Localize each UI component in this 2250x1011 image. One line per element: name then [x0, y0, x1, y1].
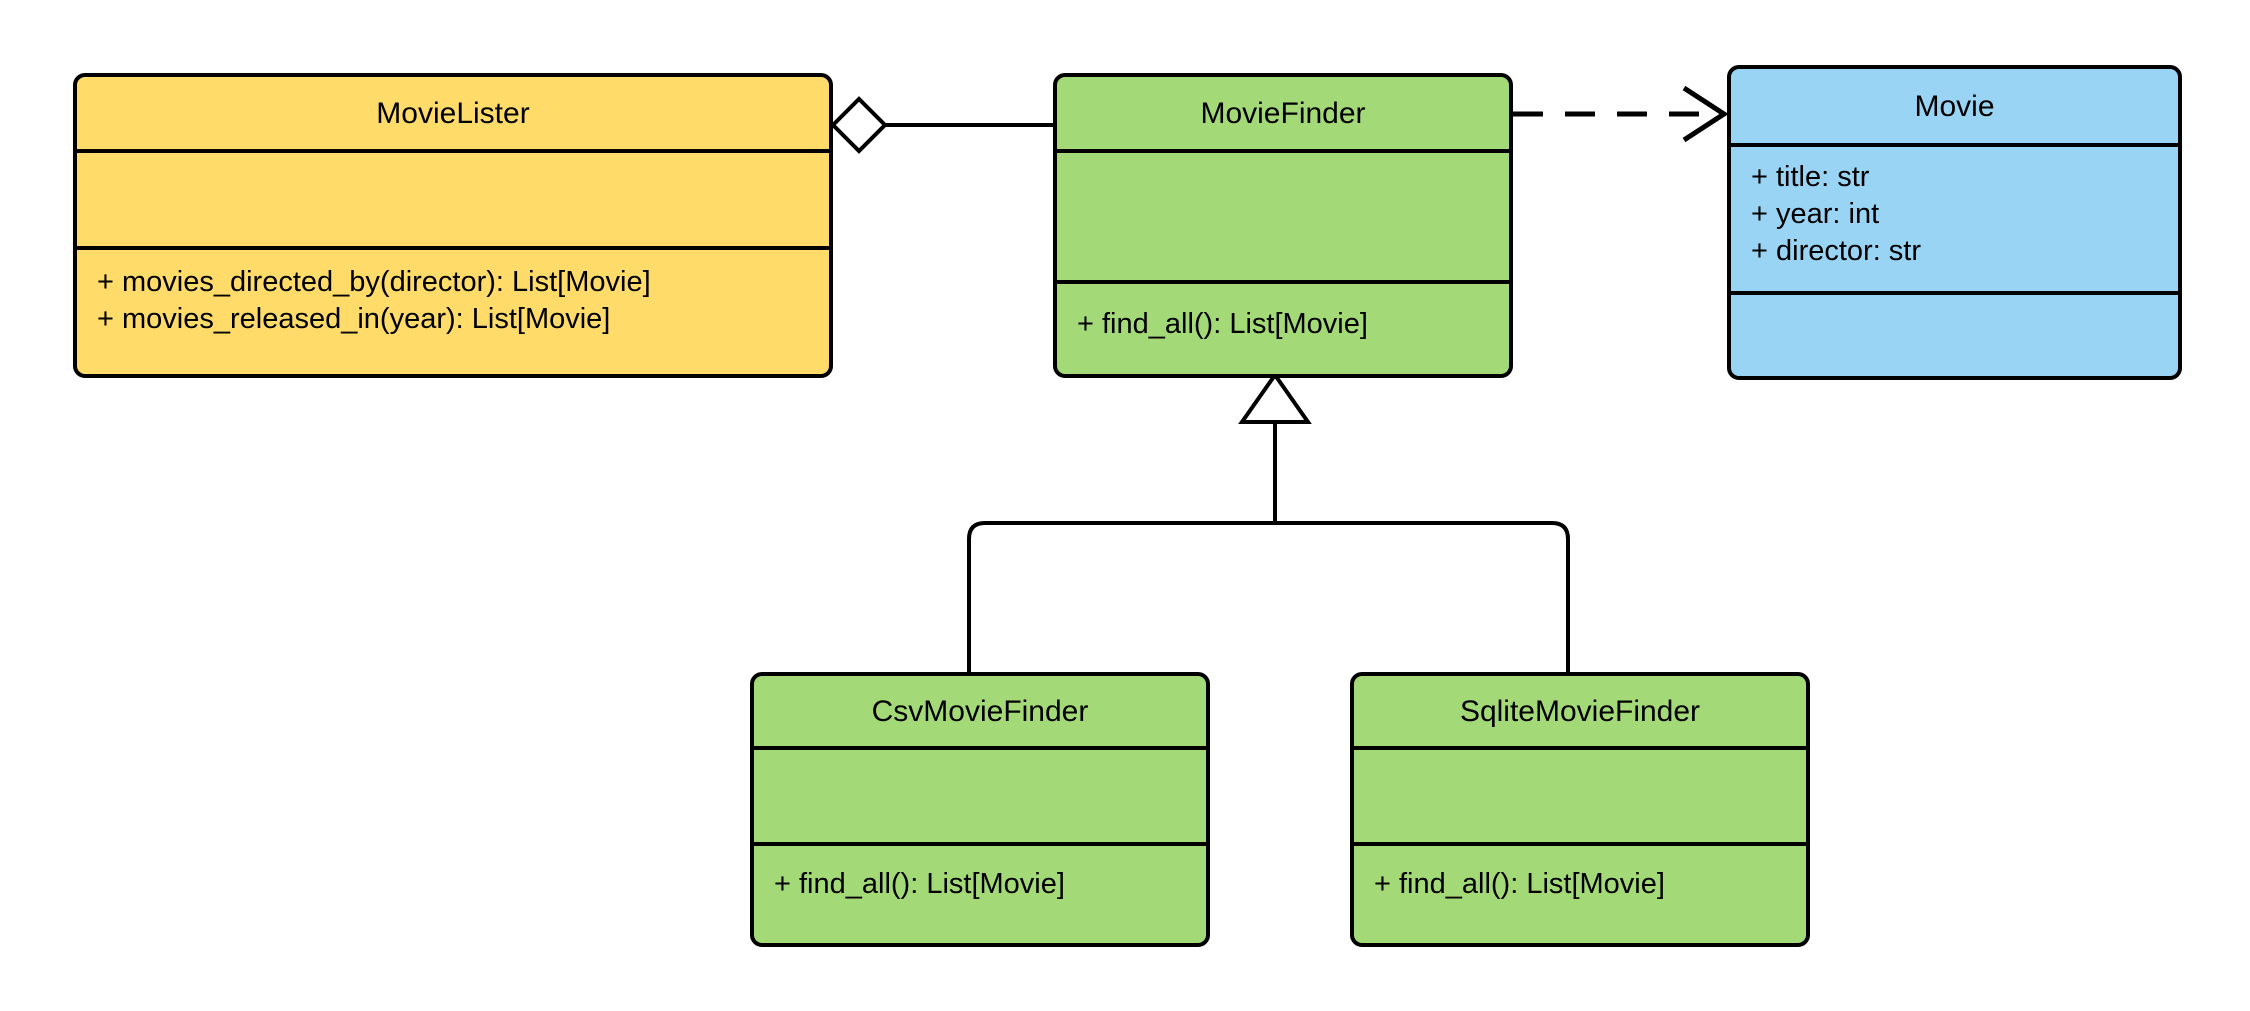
class-attribute-item: + director: str	[1751, 235, 1922, 268]
dependency-edge-finder-movie	[1513, 85, 1729, 143]
class-name-label: SqliteMovieFinder	[1459, 694, 1701, 728]
generalization-edge-tree	[967, 371, 1570, 672]
class-name-compartment: SqliteMovieFinder	[1354, 676, 1806, 746]
class-attributes-compartment	[1354, 746, 1806, 842]
class-method-item: + find_all(): List[Movie]	[1077, 308, 1368, 340]
class-attributes-compartment: + title: str + year: int + director: str	[1731, 143, 2178, 291]
generalization-branch-sqlite	[1275, 521, 1570, 672]
class-box-movie[interactable]: Movie + title: str + year: int + directo…	[1727, 65, 2182, 380]
class-methods-compartment	[1731, 291, 2178, 376]
class-box-sqlite-movie-finder[interactable]: SqliteMovieFinder + find_all(): List[Mov…	[1350, 672, 1810, 947]
class-name-label: MovieLister	[376, 96, 530, 130]
class-name-label: MovieFinder	[1200, 96, 1366, 130]
aggregation-hollow-diamond	[830, 96, 888, 154]
class-box-movie-lister[interactable]: MovieLister + movies_directed_by(directo…	[73, 73, 833, 378]
class-attribute-item: + year: int	[1751, 198, 1880, 231]
class-method-item: + find_all(): List[Movie]	[774, 868, 1065, 900]
class-box-movie-finder[interactable]: MovieFinder + find_all(): List[Movie]	[1053, 73, 1513, 378]
generalization-branch-csv	[967, 521, 1275, 672]
class-name-compartment: MovieFinder	[1057, 77, 1509, 149]
class-methods-compartment: + find_all(): List[Movie]	[1354, 842, 1806, 943]
class-attributes-compartment	[754, 746, 1206, 842]
class-method-item: + find_all(): List[Movie]	[1374, 868, 1665, 900]
aggregation-edge-lister-finder	[830, 96, 1053, 154]
class-name-compartment: MovieLister	[77, 77, 829, 149]
class-name-label: Movie	[1914, 89, 1995, 123]
class-attributes-compartment	[77, 149, 829, 246]
class-box-csv-movie-finder[interactable]: CsvMovieFinder + find_all(): List[Movie]	[750, 672, 1210, 947]
class-methods-compartment: + movies_directed_by(director): List[Mov…	[77, 246, 829, 374]
class-name-label: CsvMovieFinder	[871, 694, 1089, 728]
generalization-hollow-triangle	[1238, 371, 1312, 424]
class-methods-compartment: + find_all(): List[Movie]	[754, 842, 1206, 943]
class-attribute-item: + title: str	[1751, 161, 1870, 193]
class-methods-compartment: + find_all(): List[Movie]	[1057, 280, 1509, 374]
dependency-open-arrowhead	[1682, 85, 1729, 143]
class-attributes-compartment	[1057, 149, 1509, 280]
class-method-item: + movies_released_in(year): List[Movie]	[97, 303, 611, 336]
class-name-compartment: CsvMovieFinder	[754, 676, 1206, 746]
class-name-compartment: Movie	[1731, 69, 2178, 143]
class-method-item: + movies_directed_by(director): List[Mov…	[97, 266, 651, 298]
